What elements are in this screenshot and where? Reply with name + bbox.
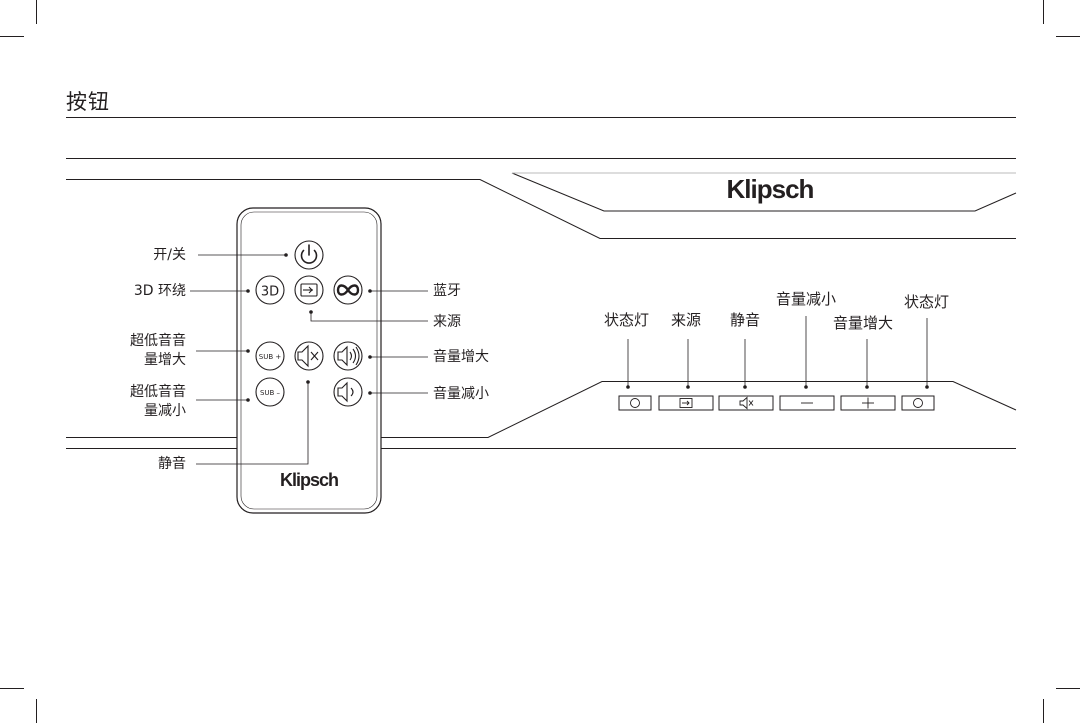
bluetooth-icon [336,284,360,296]
3d-surround-label: 3D 环绕 [133,283,186,299]
status-led-left-icon [630,398,640,408]
sub-up-button [255,341,285,371]
status-light-right [901,395,935,411]
sub-up-label-line1: 超低音音 [130,333,186,349]
status-light-left-label: 状态灯 [604,311,650,329]
panel-vol-up-label: 音量增大 [833,314,894,332]
crop-mark [1043,699,1044,723]
status-light-right-label: 状态灯 [904,293,950,311]
panel-source-icon [679,398,693,408]
volume-down-icon [337,381,354,403]
remote-logo: Klipsch [280,470,338,490]
vol-up-button [333,341,363,371]
mute-label: 静音 [158,456,186,472]
power-label: 开/关 [153,247,186,263]
panel-source-label: 来源 [671,311,702,329]
sub-down-label-line2: 量减小 [144,403,186,419]
volume-down-label: 音量减小 [433,386,489,402]
title-rule [66,117,1016,118]
source-label: 来源 [433,314,461,330]
crop-mark [0,36,24,37]
soundbar-logo: Klipsch [727,174,814,204]
volume-up-icon [337,345,360,367]
status-led-right-icon [913,398,923,408]
crop-mark [0,688,24,689]
volume-up-label: 音量增大 [433,349,489,365]
source-icon [300,283,318,297]
power-icon [300,244,318,264]
mute-button [294,341,324,371]
panel-mute-icon [739,396,754,410]
vol-down-button [333,377,363,407]
crop-mark [36,0,37,24]
bluetooth-label: 蓝牙 [433,283,461,299]
sub-up-label-line2: 量增大 [144,352,186,368]
panel-vol-down-label: 音量减小 [776,290,837,308]
crop-mark [1056,688,1080,689]
sub-minus-label: SUB – [260,389,281,397]
panel-mute-button [718,395,774,411]
page-title: 按钮 [66,90,110,114]
sub-down-button [255,377,285,407]
3d-button [255,275,285,305]
mute-icon [297,344,319,368]
crop-mark [1043,0,1044,24]
crop-mark [36,699,37,723]
sub-plus-label: SUB + [259,353,282,361]
panel-plus-icon [862,397,874,409]
sub-down-label-line1: 超低音音 [130,384,186,400]
crop-mark [1056,36,1080,37]
3d-label: 3D [261,285,279,300]
status-light-left [618,395,652,411]
panel-mute-label: 静音 [730,311,761,329]
